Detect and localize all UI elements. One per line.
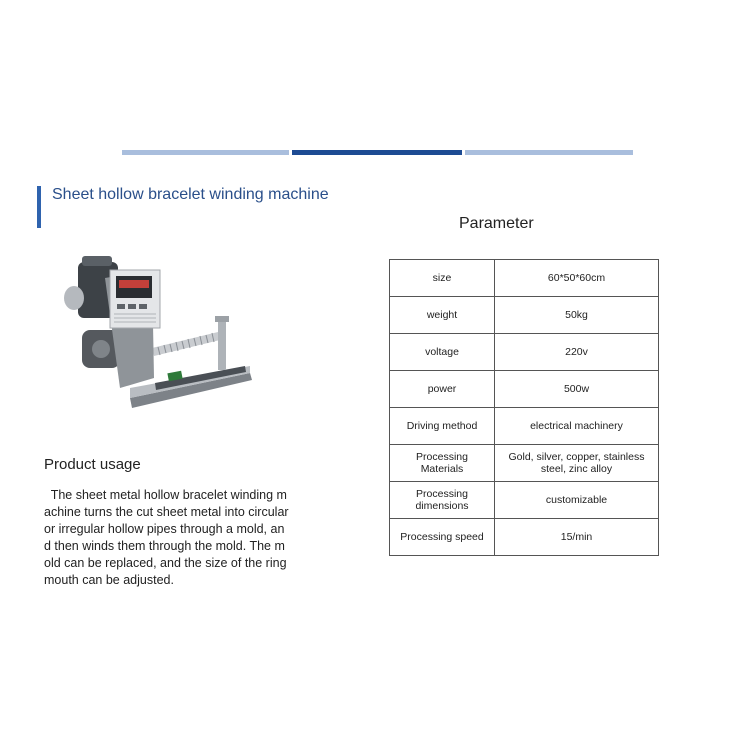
usage-line: old can be replaced, and the size of the… [44, 556, 287, 570]
param-value: 60*50*60cm [494, 259, 659, 297]
table-row: Driving method electrical machinery [389, 407, 659, 445]
usage-line: mouth can be adjusted. [44, 573, 174, 587]
param-key: Processing speed [389, 518, 495, 556]
product-usage-heading: Product usage [44, 456, 141, 473]
product-usage-text: The sheet metal hollow bracelet winding … [44, 487, 316, 589]
table-row: size 60*50*60cm [389, 259, 659, 297]
param-key: voltage [389, 333, 495, 371]
table-row: Processing Materials Gold, silver, coppe… [389, 444, 659, 482]
usage-line: or irregular hollow pipes through a mold… [44, 522, 285, 536]
title-accent-bar [37, 186, 41, 228]
param-value: electrical machinery [494, 407, 659, 445]
param-value: Gold, silver, copper, stainless steel, z… [494, 444, 659, 482]
param-key: size [389, 259, 495, 297]
param-value: 220v [494, 333, 659, 371]
header-bar-middle [292, 150, 462, 155]
table-row: power 500w [389, 370, 659, 408]
table-row: voltage 220v [389, 333, 659, 371]
param-key: Driving method [389, 407, 495, 445]
header-bar-left [122, 150, 289, 155]
usage-line: achine turns the cut sheet metal into ci… [44, 505, 289, 519]
table-row: weight 50kg [389, 296, 659, 334]
usage-line: d then winds them through the mold. The … [44, 539, 285, 553]
param-key: weight [389, 296, 495, 334]
param-key: Processing Materials [389, 444, 495, 482]
param-value: customizable [494, 481, 659, 519]
param-key: Processing dimensions [389, 481, 495, 519]
machine-product-image [64, 256, 252, 408]
parameter-heading: Parameter [459, 215, 534, 232]
table-row: Processing speed 15/min [389, 518, 659, 556]
page-title: Sheet hollow bracelet winding machine [52, 186, 329, 203]
param-value: 500w [494, 370, 659, 408]
table-row: Processing dimensions customizable [389, 481, 659, 519]
header-bar-right [465, 150, 633, 155]
param-value: 50kg [494, 296, 659, 334]
usage-line: The sheet metal hollow bracelet winding … [44, 488, 287, 502]
param-value: 15/min [494, 518, 659, 556]
parameter-table: size 60*50*60cm weight 50kg voltage 220v… [389, 259, 659, 556]
param-key: power [389, 370, 495, 408]
